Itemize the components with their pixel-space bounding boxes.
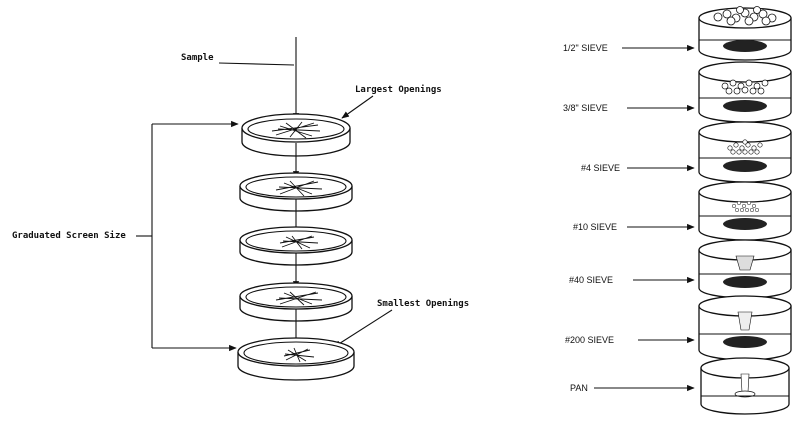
pan-label: PAN: [570, 383, 588, 393]
sieve-label-no40: #40 SIEVE: [569, 275, 613, 285]
sample-leader-line: [218, 62, 295, 66]
sample-label: Sample: [181, 53, 214, 63]
sieve-half-inch: [698, 6, 792, 61]
smallest-openings-label: Smallest Openings: [377, 298, 469, 309]
largest-openings-arrow: [341, 95, 374, 119]
sieve-stack-diagram: 1/2" SIEVE 3/8" SIEVE #4 SIEVE #10 SIEVE…: [563, 6, 792, 415]
sieve-label-no200: #200 SIEVE: [565, 335, 614, 345]
sieve-label-no4: #4 SIEVE: [581, 163, 620, 173]
largest-openings-label: Largest Openings: [355, 84, 442, 95]
screen-3: [239, 226, 353, 266]
smallest-openings-arrow: [333, 309, 393, 348]
sieve-label-half-inch: 1/2" SIEVE: [563, 43, 608, 53]
screen-2: [239, 172, 353, 212]
sieve-pan: [700, 357, 790, 415]
sieve-no200: [698, 295, 792, 361]
screen-largest: [241, 113, 351, 157]
sieve-label-no10: #10 SIEVE: [573, 222, 617, 232]
screen-smallest: [237, 337, 355, 381]
sieve-no4: [698, 121, 792, 183]
graduated-screen-size-label: Graduated Screen Size: [12, 230, 126, 241]
sieve-three-eighths: [698, 61, 792, 123]
screen-stack-diagram: Sample Largest Openings Smallest Opening…: [12, 37, 469, 381]
sieve-no40: [698, 239, 792, 299]
sieve-no10: [698, 181, 792, 241]
sieve-label-three-eighths: 3/8" SIEVE: [563, 103, 608, 113]
